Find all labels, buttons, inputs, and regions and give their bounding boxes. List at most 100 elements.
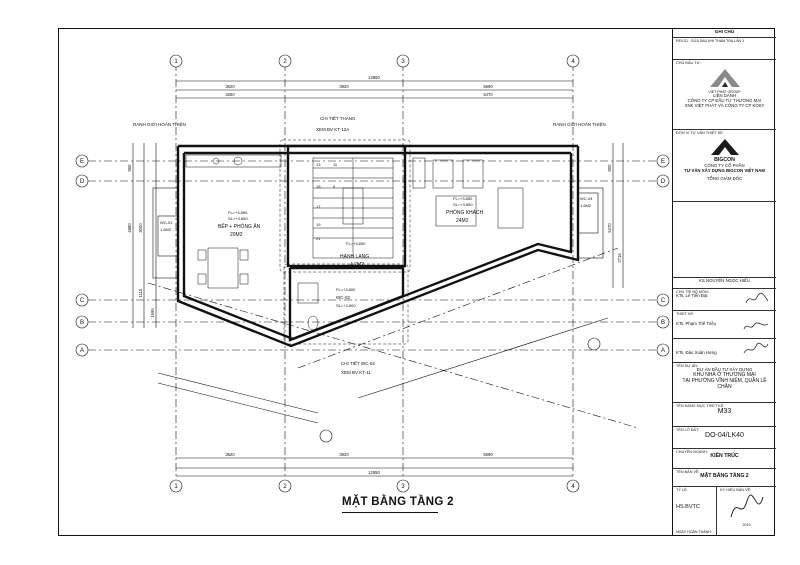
balcony-left: [152, 187, 179, 279]
wc-detail-ref: XEM BV KT-11: [341, 370, 371, 375]
drawing-name-block: TÊN BẢN VẼ: MẶT BẰNG TẦNG 2: [673, 468, 776, 486]
consultant-block: ĐƠN VỊ TƯ VẤN THIẾT KẾ: BIGCON CÔNG TY C…: [673, 129, 776, 201]
svg-text:B: B: [661, 320, 665, 326]
svg-text:SL=+3.800: SL=+3.800: [336, 303, 356, 308]
svg-text:13: 13: [316, 162, 321, 167]
drawing-title: MẶT BẰNG TẦNG 2: [342, 496, 454, 508]
wc-detail-box: [283, 263, 409, 345]
sheet-signature: [730, 494, 763, 518]
svg-text:19: 19: [316, 222, 321, 227]
title-underline: [342, 512, 438, 513]
svg-text:SL=+3.850: SL=+3.850: [228, 216, 248, 221]
sheet-frame: [58, 28, 775, 536]
dim-bottom-total: 12850: [368, 470, 380, 475]
owner-block: CHỦ ĐẦU TƯ: VIET PHAT GROUP LIÊN DANH CÔ…: [673, 59, 776, 129]
svg-text:4.2M2: 4.2M2: [350, 262, 364, 268]
bigcon-logo: [710, 139, 739, 156]
grid-bubble-c: C: [80, 298, 85, 304]
svg-text:FL=+3.850: FL=+3.850: [453, 196, 473, 201]
viet-phat-logo: [709, 69, 740, 88]
wc-walls: [288, 266, 405, 342]
svg-text:15: 15: [316, 184, 321, 189]
svg-text:5470: 5470: [607, 223, 612, 233]
svg-text:3: 3: [401, 484, 405, 490]
svg-text:1.6M2: 1.6M2: [160, 227, 172, 232]
svg-text:3620: 3620: [225, 452, 235, 457]
svg-text:3920: 3920: [339, 84, 349, 89]
revision-note: REV.01 : SỬA SAU KHI THẨM TRA LẦN 1: [673, 37, 776, 59]
staircase: [312, 157, 394, 259]
svg-text:1: 1: [174, 484, 178, 490]
svg-text:C: C: [661, 298, 666, 304]
grid-bubble-b: B: [80, 320, 84, 326]
room-hall: HÀNH LANG: [340, 253, 369, 260]
grid-bubble-3: 3: [401, 59, 405, 65]
svg-text:2716: 2716: [617, 253, 622, 263]
svg-text:3250: 3250: [225, 92, 235, 97]
chief-block: CHỦ TRÌ BỘ MÔN: KTs. Lê Tiến Đạt: [673, 288, 776, 310]
svg-text:11: 11: [333, 162, 338, 167]
svg-text:24M2: 24M2: [456, 218, 469, 224]
stair-walls: [286, 144, 407, 268]
director-name: KS.NGUYỄN NGỌC HIẾU: [673, 277, 776, 288]
checker-block: KTs. Đào Xuân Hưng: [673, 338, 776, 362]
svg-text:3920: 3920: [339, 452, 349, 457]
svg-text:FL=+3.800: FL=+3.800: [336, 287, 356, 292]
grid-bubble-e: E: [80, 159, 84, 165]
stair-detail-ref: XEM BV KT-12A: [316, 127, 349, 132]
svg-text:1.6M2: 1.6M2: [580, 203, 592, 208]
svg-text:800: 800: [607, 164, 612, 172]
balcony-right-label: RANH GIỚI HOÀN THIỆN: [553, 120, 606, 127]
svg-text:1115: 1115: [138, 288, 143, 297]
wc-fixtures: [297, 282, 319, 331]
director-signature-area: [673, 201, 776, 277]
room-living: PHÒNG KHÁCH: [446, 209, 484, 216]
design-item-block: TÊN HẠNG MỤC THIẾT KẾ: M33: [673, 402, 776, 426]
svg-text:FL=+3.850: FL=+3.850: [346, 241, 366, 246]
grid-bubble-4: 4: [571, 59, 575, 65]
svg-text:5690: 5690: [483, 84, 493, 89]
svg-text:4880: 4880: [127, 223, 132, 233]
balcony-left-label: RANH GIỚI HOÀN THIỆN: [133, 120, 186, 127]
title-block: GHI CHÚ REV.01 : SỬA SAU KHI THẨM TRA LẦ…: [672, 28, 776, 536]
stair-detail-box: [279, 139, 411, 273]
svg-text:A: A: [661, 348, 665, 354]
svg-text:9: 9: [333, 184, 336, 189]
room-wc04: WC-04: [580, 196, 593, 201]
svg-text:21: 21: [316, 236, 321, 241]
svg-text:20M2: 20M2: [230, 232, 243, 238]
svg-text:3000: 3000: [138, 223, 143, 233]
grid-bubble-d: D: [80, 179, 85, 185]
room-kitchen: BẾP + PHÒNG ĂN: [218, 223, 261, 230]
grid-bubble-1: 1: [174, 59, 178, 65]
checker-signature: [743, 342, 769, 354]
stair-detail-label: CHI TIẾT THANG: [320, 115, 356, 121]
svg-text:5690: 5690: [483, 452, 493, 457]
dim-top-total: 12850: [368, 75, 380, 80]
project-block: TÊN DỰ ÁN: DỰ ÁN ĐẦU TƯ XÂY DỰNG KHU NHÀ…: [673, 362, 776, 402]
grid-bubble-a: A: [80, 348, 84, 354]
room-wc02: WC-02: [336, 295, 350, 300]
svg-text:SL=+3.850: SL=+3.850: [453, 202, 473, 207]
kitchen-furniture: [185, 154, 282, 289]
stage-block: TỶ LỆ: HS.BVTC KÝ HIỆU BẢN VẼ: 2019 NGÀY…: [673, 486, 776, 536]
lot-block: TÊN LÔ ĐẤT: DO-04/LK40: [673, 426, 776, 448]
svg-text:FL=+3.850: FL=+3.850: [228, 210, 248, 215]
notes-header: GHI CHÚ: [714, 29, 735, 34]
floor-plan-drawing: 1 2 3 4 1 2 3 4 E D C B A E D C B A 1285…: [75, 54, 670, 493]
svg-text:D: D: [661, 179, 666, 185]
grid-line-diag-2: [297, 247, 619, 369]
svg-text:3620: 3620: [225, 84, 235, 89]
svg-text:850: 850: [127, 164, 132, 172]
wc-detail-label: CHI TIẾT WC-02: [341, 360, 375, 366]
svg-text:17: 17: [316, 204, 321, 209]
designer-block: THIẾT KẾ: KTs. Phạm Thế Triệu: [673, 310, 776, 338]
living-furniture: [412, 157, 524, 229]
discipline-block: CHUYÊN NGÀNH: KIẾN TRÚC: [673, 448, 776, 468]
svg-text:E: E: [661, 159, 665, 165]
svg-text:4: 4: [571, 484, 575, 490]
svg-text:1695: 1695: [150, 308, 155, 318]
designer-signature: [743, 322, 769, 330]
grid-bubble-2: 2: [283, 59, 287, 65]
